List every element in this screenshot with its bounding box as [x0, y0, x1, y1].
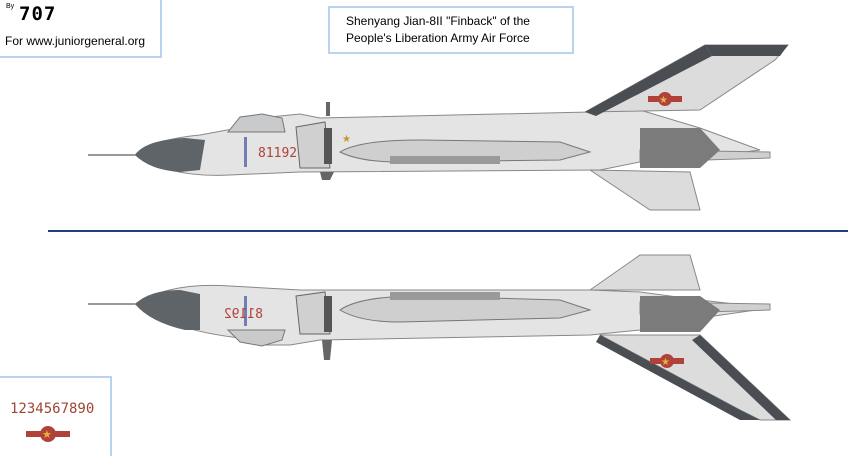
- credit-by: By: [6, 3, 15, 10]
- serial-number-bottom: 81192: [224, 307, 263, 322]
- title-line-1: Shenyang Jian-8II "Finback" of the: [346, 14, 530, 28]
- svg-text:★: ★: [42, 429, 52, 441]
- svg-text:★: ★: [659, 95, 668, 106]
- svg-text:★: ★: [342, 134, 351, 145]
- legend-box: 1234567890 ★: [0, 376, 112, 456]
- insignia-icon: ★: [26, 426, 70, 442]
- divider-line: [48, 230, 848, 232]
- credit-box: By 707 For www.juniorgeneral.org: [0, 0, 162, 58]
- author-signature: 707: [19, 3, 57, 25]
- site-credit: For www.juniorgeneral.org: [5, 34, 146, 48]
- title-box: Shenyang Jian-8II "Finback" of the Peopl…: [328, 6, 574, 54]
- svg-text:★: ★: [661, 357, 670, 368]
- title-line-2: People's Liberation Army Air Force: [346, 31, 530, 45]
- serial-number-top: 81192: [258, 146, 297, 161]
- serial-digit-legend: 1234567890: [10, 401, 95, 417]
